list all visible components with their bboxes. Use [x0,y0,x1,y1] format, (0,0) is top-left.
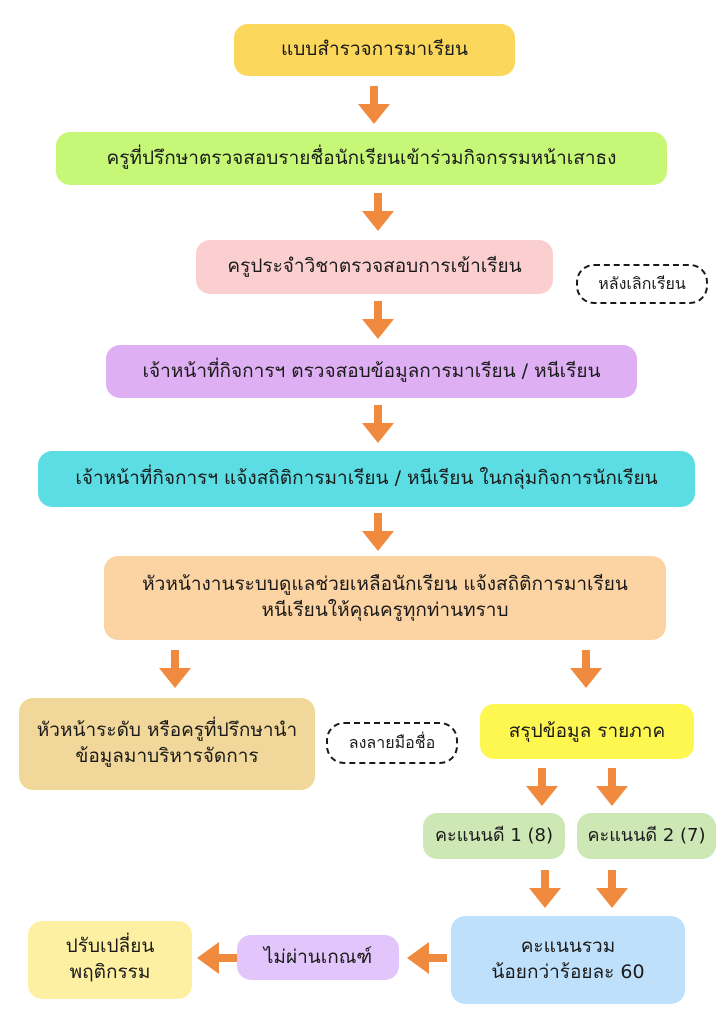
arrow-down-total-2 [596,870,628,908]
node-head-care-system-line1: หัวหน้างานระบบดูแลช่วยเหลือนักเรียน แจ้ง… [142,573,628,596]
node-fail-label: ไม่ผ่านเกณฑ์ [263,945,373,968]
node-staff-verify: เจ้าหน้าที่กิจการฯ ตรวจสอบข้อมูลการมาเรี… [106,345,637,398]
node-subject-teacher-label: ครูประจำวิชาตรวจสอบการเข้าเรียน [227,255,522,278]
node-level-head: หัวหน้าระดับ หรือครูที่ปรึกษานำ ข้อมูลมา… [19,698,315,790]
node-fail: ไม่ผ่านเกณฑ์ [237,935,399,980]
node-advisor-check-label: ครูที่ปรึกษาตรวจสอบรายชื่อนักเรียนเข้าร่… [106,146,617,169]
node-staff-verify-label: เจ้าหน้าที่กิจการฯ ตรวจสอบข้อมูลการมาเรี… [142,359,601,382]
node-score-1: คะแนนดี 1 (8) [423,813,565,859]
node-staff-report-label: เจ้าหน้าที่กิจการฯ แจ้งสถิติการมาเรียน /… [75,467,658,490]
arrow-left-behavior [197,942,237,974]
node-advisor-check: ครูที่ปรึกษาตรวจสอบรายชื่อนักเรียนเข้าร่… [56,132,667,185]
arrow-down-1 [358,86,390,124]
node-semester-summary-label: สรุปข้อมูล รายภาค [508,719,666,742]
node-behavior-change-line2: พฤติกรรม [69,961,151,983]
node-score-1-label: คะแนนดี 1 (8) [434,824,553,846]
node-subject-teacher: ครูประจำวิชาตรวจสอบการเข้าเรียน [196,240,553,294]
node-total-score-line2: น้อยกว่าร้อยละ 60 [491,961,645,983]
node-survey-label: แบบสำรวจการมาเรียน [280,38,469,61]
node-staff-report: เจ้าหน้าที่กิจการฯ แจ้งสถิติการมาเรียน /… [38,451,695,507]
node-survey: แบบสำรวจการมาเรียน [234,24,515,76]
tag-signature-label: ลงลายมือชื่อ [348,732,436,752]
tag-after-school-label: หลังเลิกเรียน [598,273,686,293]
arrow-down-score-1 [526,768,558,806]
node-score-2-label: คะแนนดี 2 (7) [587,824,706,846]
arrow-down-right-branch [570,650,602,688]
node-total-score-line1: คะแนนรวม [520,935,616,958]
arrow-down-score-2 [596,768,628,806]
arrow-down-4 [362,405,394,443]
node-level-head-line1: หัวหน้าระดับ หรือครูที่ปรึกษานำ [36,719,298,742]
node-semester-summary: สรุปข้อมูล รายภาค [480,704,694,759]
node-behavior-change-line1: ปรับเปลี่ยน [65,935,155,958]
tag-after-school: หลังเลิกเรียน [576,264,708,304]
arrow-down-5 [362,513,394,551]
arrow-down-2 [362,193,394,231]
arrow-down-total-1 [529,870,561,908]
arrow-down-3 [362,301,394,339]
node-score-2: คะแนนดี 2 (7) [577,813,716,859]
node-behavior-change: ปรับเปลี่ยน พฤติกรรม [28,921,192,999]
node-head-care-system: หัวหน้างานระบบดูแลช่วยเหลือนักเรียน แจ้ง… [104,556,666,640]
node-total-score: คะแนนรวม น้อยกว่าร้อยละ 60 [451,916,685,1004]
node-head-care-system-line2: หนีเรียนให้คุณครูทุกท่านทราบ [261,599,509,621]
node-level-head-line2: ข้อมูลมาบริหารจัดการ [75,745,259,767]
tag-signature: ลงลายมือชื่อ [326,722,458,764]
arrow-left-fail [407,942,447,974]
arrow-down-left-branch [159,650,191,688]
